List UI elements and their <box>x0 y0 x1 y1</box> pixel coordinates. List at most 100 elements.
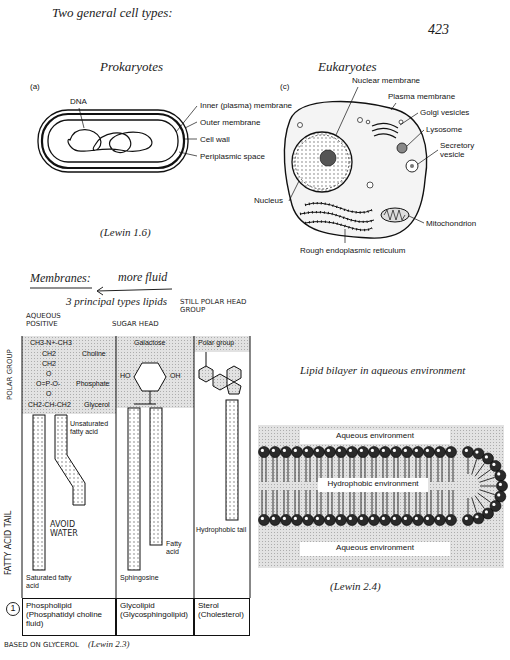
lipid-head <box>281 515 292 526</box>
printed-label: Glycerol <box>84 401 110 409</box>
node-text: Phospholipid (Phosphatidyl choline fluid… <box>26 601 112 629</box>
eukaryote-cell-part <box>372 123 398 138</box>
lipid-head <box>497 481 508 492</box>
lipid-table-part <box>227 366 241 382</box>
lipid-tail <box>472 459 477 474</box>
lipid-head <box>347 447 358 458</box>
lipid-head-highlight <box>382 449 385 452</box>
lipid-head-highlight <box>272 449 275 452</box>
lipid-tail <box>449 490 450 515</box>
eukaryote-cell-part <box>292 132 352 192</box>
lipid-molecules <box>259 447 508 526</box>
printed-label: CH2 <box>42 360 56 368</box>
lipid-head-highlight <box>426 517 429 520</box>
lipid-tail <box>372 490 373 515</box>
lipid-tail <box>479 477 494 482</box>
lipid-head-highlight <box>261 449 264 452</box>
prokaryote-cell <box>38 110 188 172</box>
lipid-head-highlight <box>360 517 363 520</box>
lipid-head-highlight <box>283 449 286 452</box>
lipid-table-part <box>33 415 45 570</box>
lipid-head <box>413 447 424 458</box>
lipid-tail <box>478 470 491 479</box>
lipid-tail <box>266 490 267 515</box>
lipid-head <box>435 515 446 526</box>
eukaryote-cell-part <box>295 135 349 189</box>
lipid-table-part <box>116 336 117 598</box>
lipid-tail <box>431 457 432 482</box>
lipid-table-part <box>213 374 227 390</box>
lipid-head-highlight <box>393 517 396 520</box>
printed-label: Rough endoplasmic reticulum <box>300 246 405 255</box>
leader-line-part <box>409 216 424 223</box>
lipid-tail <box>394 490 395 515</box>
lipid-tail <box>317 490 318 515</box>
printed-label: Cell wall <box>200 135 230 144</box>
lipid-tail <box>262 457 263 482</box>
lipid-head-highlight <box>371 517 374 520</box>
lipid-head <box>424 515 435 526</box>
lipid-head-highlight <box>261 517 264 520</box>
leader-line-part <box>185 122 197 128</box>
leader-line-part <box>345 229 346 243</box>
lipid-head-highlight <box>492 503 495 506</box>
eukaryote-cell-part <box>381 208 409 222</box>
lipid-table-part <box>150 408 162 545</box>
lipid-tail <box>284 490 285 515</box>
lipid-tail <box>295 457 296 482</box>
lipid-head-highlight <box>349 449 352 452</box>
lipid-tail <box>284 457 285 482</box>
lipid-head <box>314 447 325 458</box>
lipid-head-highlight <box>382 517 385 520</box>
lipid-tail <box>405 490 406 515</box>
lipid-head <box>424 447 435 458</box>
handwritten-note: 3 principal types lipids <box>66 295 167 308</box>
printed-label: Galactose <box>134 339 166 347</box>
lipid-tail <box>453 490 454 515</box>
handwritten-note: BASED ON GLYCEROL <box>4 641 79 649</box>
lipid-head <box>495 470 506 481</box>
handwritten-note: SUGAR HEAD <box>112 320 159 328</box>
lipid-tail <box>438 490 439 515</box>
lipid-head <box>413 515 424 526</box>
printed-label: Periplasmic space <box>200 152 265 161</box>
leader-line <box>289 87 438 243</box>
environment-band: Hydrophobic environment <box>318 478 428 492</box>
printed-label: Fatty acid <box>166 540 192 556</box>
lipid-head <box>380 515 391 526</box>
lipid-head <box>292 515 303 526</box>
printed-label: OH <box>170 372 181 380</box>
lipid-head <box>314 515 325 526</box>
handwritten-mark-part <box>97 287 103 295</box>
lipid-head-highlight <box>465 517 468 520</box>
handwritten-note: (Lewin 2.3) <box>88 639 130 649</box>
lipid-head-highlight <box>475 515 478 518</box>
lipid-head <box>358 515 369 526</box>
lipid-tail <box>343 490 344 515</box>
printed-label: Inner (plasma) membrane <box>200 101 292 110</box>
lipid-tail <box>273 490 274 515</box>
printed-label: Sphingosine <box>120 574 159 582</box>
lipid-tail <box>387 490 388 515</box>
lipid-head <box>391 447 402 458</box>
lipid-head <box>292 447 303 458</box>
lipid-head-highlight <box>437 517 440 520</box>
node-text: Aqueous environment <box>304 431 446 440</box>
printed-label: CH3-N+-CH3 <box>30 339 72 347</box>
leader-line-part <box>289 181 299 201</box>
eukaryote-cell-part <box>300 203 374 230</box>
lipid-bilayer-part <box>258 425 504 568</box>
lipid-tail <box>266 457 267 482</box>
leader-line-part <box>391 103 396 110</box>
handwritten-note: Lipid bilayer in aqueous environment <box>300 364 465 377</box>
lipid-bilayer <box>258 425 508 568</box>
leader-line <box>79 106 197 156</box>
printed-label: Hydrophobic tail <box>196 526 248 534</box>
handwritten-note: (Lewin 1.6) <box>100 226 151 239</box>
printed-label: CH2-CH-CH2 <box>28 401 71 409</box>
lipid-tail <box>288 490 289 515</box>
lipid-head-highlight <box>338 449 341 452</box>
lipid-head <box>259 447 270 458</box>
lipid-table-part <box>199 366 213 382</box>
